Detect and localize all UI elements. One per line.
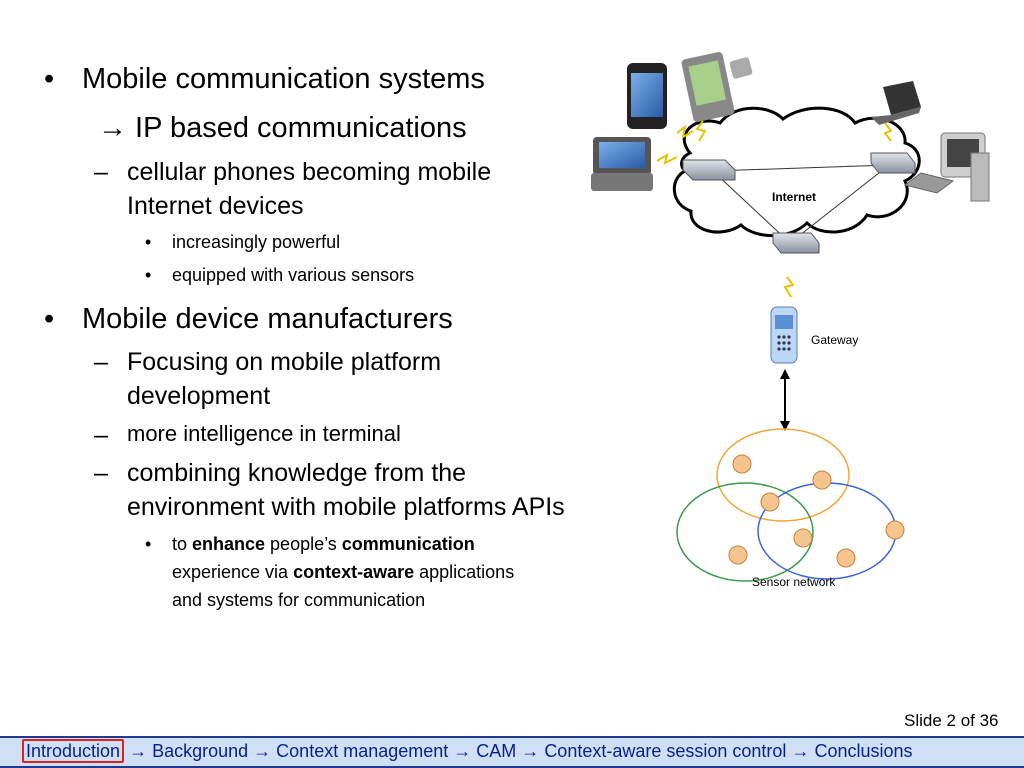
wireless-signal-icon bbox=[656, 152, 678, 165]
item-enhance-line2: experience via context-aware application… bbox=[172, 562, 515, 582]
bullet-marker: • bbox=[145, 232, 152, 252]
sensor-node bbox=[885, 520, 905, 540]
router-icon bbox=[870, 152, 916, 174]
pda-icon bbox=[591, 137, 653, 191]
sub-combining-line1: combining knowledge from the bbox=[127, 459, 467, 487]
wireless-signal-icon bbox=[883, 122, 893, 142]
sub-cellular-line2: Internet devices bbox=[127, 192, 304, 220]
router-icon bbox=[772, 232, 820, 254]
gateway-phone-icon bbox=[770, 306, 798, 364]
link-line bbox=[789, 164, 890, 244]
nav-separator: → bbox=[448, 741, 477, 761]
item-enhance-line3: and systems for communication bbox=[172, 590, 426, 610]
sub-focusing-line1: Focusing on mobile platform bbox=[127, 348, 442, 376]
gateway-label: Gateway bbox=[811, 333, 858, 347]
dash-marker: – bbox=[94, 459, 108, 487]
footer-navigation-bar: Introduction → Background → Context mana… bbox=[0, 736, 1024, 768]
bullet-marker: • bbox=[44, 303, 55, 335]
internet-label: Internet bbox=[772, 190, 816, 204]
nav-link-introduction[interactable]: Introduction bbox=[22, 739, 125, 763]
dash-marker: – bbox=[94, 421, 108, 449]
sensor-cluster-blue bbox=[757, 482, 897, 580]
item-increasingly-powerful: increasingly powerful bbox=[172, 232, 341, 252]
sensor-nodes bbox=[728, 454, 905, 568]
navigation-links: Introduction → Background → Context mana… bbox=[0, 739, 913, 763]
nav-link-conclusions[interactable]: Conclusions bbox=[814, 741, 913, 761]
internet-cloud bbox=[672, 106, 921, 238]
wireless-signal-icon bbox=[695, 120, 707, 142]
nav-link-context-aware-session-control[interactable]: Context-aware session control bbox=[544, 741, 787, 761]
network-diagram: Internet bbox=[591, 52, 990, 589]
link-line bbox=[712, 164, 890, 172]
dash-marker: – bbox=[94, 348, 108, 376]
sub-cellular-line1: cellular phones becoming mobile bbox=[127, 158, 492, 186]
bullet-marker: • bbox=[145, 265, 152, 285]
sensor-cluster-orange bbox=[716, 428, 850, 522]
sensor-node bbox=[760, 492, 780, 512]
sensor-node bbox=[793, 528, 813, 548]
router-icon bbox=[682, 159, 736, 181]
sensor-node bbox=[836, 548, 856, 568]
bullet-ip-based: → IP based communications bbox=[98, 112, 467, 144]
wireless-signal-icon bbox=[783, 276, 795, 298]
nav-separator: → bbox=[516, 741, 545, 761]
sensor-cluster-green bbox=[676, 482, 814, 582]
sensor-node bbox=[728, 545, 748, 565]
nav-separator: → bbox=[124, 741, 153, 761]
nav-link-cam[interactable]: CAM bbox=[476, 741, 517, 761]
nav-separator: → bbox=[786, 741, 815, 761]
bidirectional-arrow bbox=[780, 369, 790, 431]
bullet-mobile-communication: Mobile communication systems bbox=[82, 63, 485, 95]
laptop-icon bbox=[871, 81, 921, 125]
handheld-icon bbox=[729, 57, 753, 79]
item-enhance-line1: to enhance people’s communication bbox=[172, 534, 475, 554]
sub-focusing-line2: development bbox=[127, 382, 271, 410]
bullet-marker: • bbox=[44, 63, 55, 95]
sensor-network-label: Sensor network bbox=[752, 575, 836, 589]
smartphone-icon bbox=[627, 63, 667, 129]
sub-combining-line2: environment with mobile platforms APIs bbox=[127, 493, 565, 521]
bullet-marker: • bbox=[145, 534, 152, 554]
item-sensors: equipped with various sensors bbox=[172, 265, 415, 285]
bullet-device-manufacturers: Mobile device manufacturers bbox=[82, 303, 453, 335]
sensor-node bbox=[812, 470, 832, 490]
sensor-node bbox=[732, 454, 752, 474]
nav-separator: → bbox=[248, 741, 277, 761]
slide-number: Slide 2 of 36 bbox=[904, 711, 999, 730]
link-line bbox=[712, 170, 791, 244]
wireless-signal-icon bbox=[676, 124, 694, 140]
dash-marker: – bbox=[94, 158, 108, 186]
sub-intelligence: more intelligence in terminal bbox=[127, 421, 401, 446]
pda-phone-icon bbox=[681, 52, 735, 122]
nav-link-background[interactable]: Background bbox=[152, 741, 249, 761]
nav-link-context-management[interactable]: Context management bbox=[276, 741, 449, 761]
desktop-computer-icon bbox=[903, 132, 990, 202]
